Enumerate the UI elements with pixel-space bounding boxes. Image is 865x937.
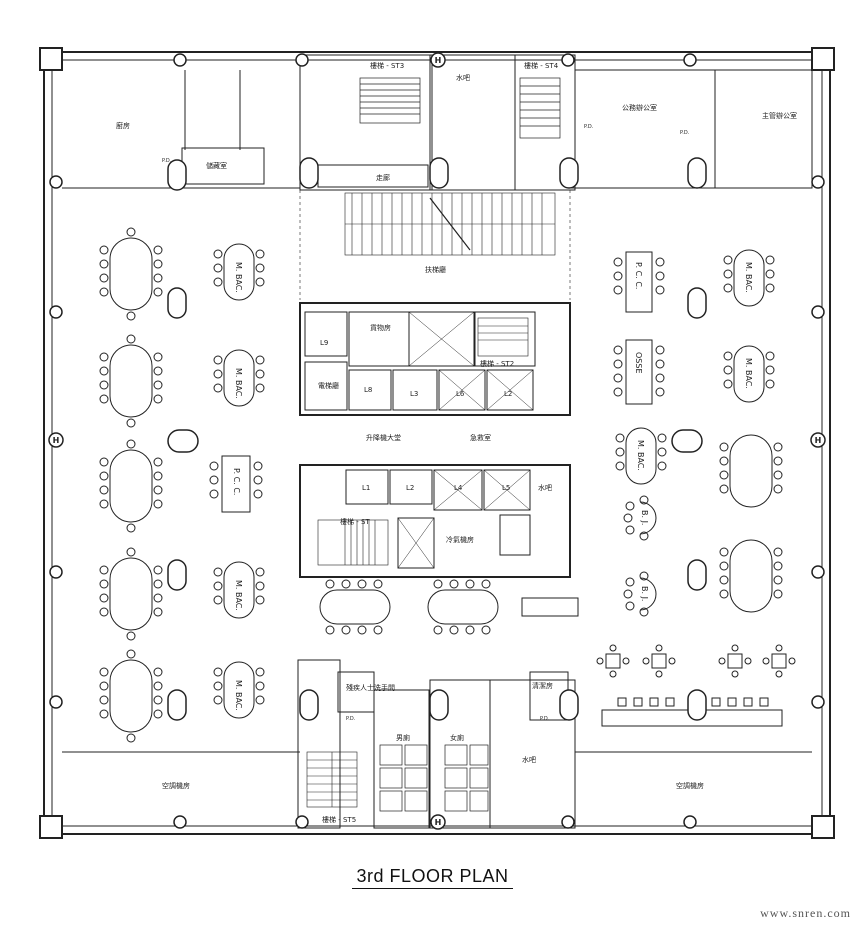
- room-label: 殘疾人士洗手間: [346, 683, 395, 692]
- oval-table: [213, 349, 265, 407]
- corner-column: [811, 815, 835, 839]
- pd-label: P.D.: [162, 158, 172, 164]
- room-label: 樓梯 - ST4: [524, 61, 559, 70]
- rect-table: [613, 251, 665, 313]
- h-marker: H: [435, 56, 442, 65]
- oval-table: [213, 561, 265, 619]
- floor-plan-drawing: 廚房 儲藏室 樓梯 - ST3 水吧 樓梯 - ST4 公務辦公室 主管辦公室 …: [39, 47, 835, 839]
- rect-table: [209, 455, 263, 513]
- oval-table: [427, 579, 499, 635]
- stair-st5: [306, 751, 358, 808]
- pd-label: P.D.: [680, 130, 690, 136]
- table-label: M. BAC.: [234, 680, 243, 711]
- pill-columns: [167, 157, 707, 721]
- table-label: M. BAC.: [234, 580, 243, 611]
- room-label: 水吧: [456, 73, 470, 82]
- h-marker: H: [435, 818, 442, 827]
- room-label: 水吧: [522, 755, 536, 764]
- room-label: 空調機房: [162, 781, 190, 790]
- columns: [49, 53, 825, 829]
- oval-table: [99, 649, 163, 743]
- room-label: 電梯廳: [318, 381, 339, 390]
- outer-wall: [43, 51, 831, 835]
- oval-table: [719, 539, 783, 613]
- stair-st3: [359, 77, 421, 124]
- oval-table: [99, 547, 163, 641]
- table-label: P. C. C.: [232, 468, 241, 495]
- oval-table: [723, 345, 775, 403]
- table-label: OSSE: [634, 352, 643, 374]
- pd-label: P.D.: [540, 716, 550, 722]
- room-label: 主管辦公室: [762, 111, 797, 120]
- rect-table: [613, 339, 665, 405]
- escalator-block: [344, 192, 556, 256]
- oval-table: [723, 249, 775, 307]
- table-label: M. BAC.: [636, 440, 645, 471]
- table-label: M. BAC.: [234, 368, 243, 399]
- room-label: 公務辦公室: [622, 103, 657, 112]
- oval-table: [99, 439, 163, 533]
- watermark: www.snren.com: [760, 906, 851, 920]
- room-label: L2: [406, 484, 414, 492]
- room-label: 急救室: [470, 433, 491, 442]
- bar-stools: [617, 697, 769, 707]
- room-label: L3: [410, 390, 418, 398]
- corner-column: [39, 47, 63, 71]
- room-label: 走廊: [376, 173, 390, 182]
- plan-title: 3rd FLOOR PLAN: [0, 866, 865, 889]
- oval-table: [319, 579, 391, 635]
- room-label: 儲藏室: [206, 161, 227, 170]
- room-label: L2: [504, 390, 512, 398]
- room-label: 冷氣機房: [446, 535, 474, 544]
- room-label: 貨物房: [370, 323, 391, 332]
- room-label: 樓梯 - ST2: [480, 359, 514, 368]
- oval-table: [99, 227, 163, 321]
- room-label: L6: [456, 390, 465, 398]
- room-label: 男廁: [396, 733, 410, 742]
- room-label: 樓梯 - ST3: [370, 61, 404, 70]
- room-label: 空調機房: [676, 781, 704, 790]
- table-label: B. J.: [640, 510, 649, 525]
- room-label: L4: [454, 484, 463, 492]
- stair-st4: [519, 77, 561, 139]
- oval-table: [99, 334, 163, 428]
- h-marker: H: [53, 436, 60, 445]
- room-label: L9: [320, 339, 328, 347]
- oval-table: [213, 661, 265, 719]
- toilet-cubicles: [379, 744, 489, 812]
- oval-table: [719, 434, 783, 508]
- banquet-tables: [99, 227, 796, 743]
- pd-label: P.D.: [584, 124, 594, 130]
- pd-label: P.D.: [346, 716, 356, 722]
- room-label: L5: [502, 484, 510, 492]
- room-label: L1: [362, 484, 370, 492]
- corner-column: [811, 47, 835, 71]
- corner-column: [39, 815, 63, 839]
- stair-st: [317, 519, 389, 566]
- room-label: 廚房: [116, 121, 130, 130]
- table-label: M. BAC.: [234, 262, 243, 293]
- room-label: 樓梯 - ST: [340, 517, 370, 526]
- h-marker: H: [815, 436, 822, 445]
- table-label: P. C. C.: [634, 262, 643, 289]
- room-label: 升降機大堂: [366, 433, 401, 442]
- round-table: [623, 495, 657, 541]
- table-label: M. BAC.: [744, 358, 753, 389]
- oval-table: [615, 427, 667, 485]
- room-label: 清潔房: [532, 681, 553, 690]
- oval-table: [213, 243, 265, 301]
- room-label: 樓梯 - ST5: [322, 815, 356, 824]
- stair-st2: [477, 317, 529, 357]
- table-label: B. J.: [640, 586, 649, 601]
- room-label: 水吧: [538, 483, 552, 492]
- room-label: 女廁: [450, 733, 464, 742]
- square-tables: [596, 644, 796, 678]
- round-table: [623, 571, 657, 617]
- room-label: L8: [364, 386, 372, 394]
- table-label: M. BAC.: [744, 262, 753, 293]
- room-label: 扶梯廳: [425, 265, 446, 274]
